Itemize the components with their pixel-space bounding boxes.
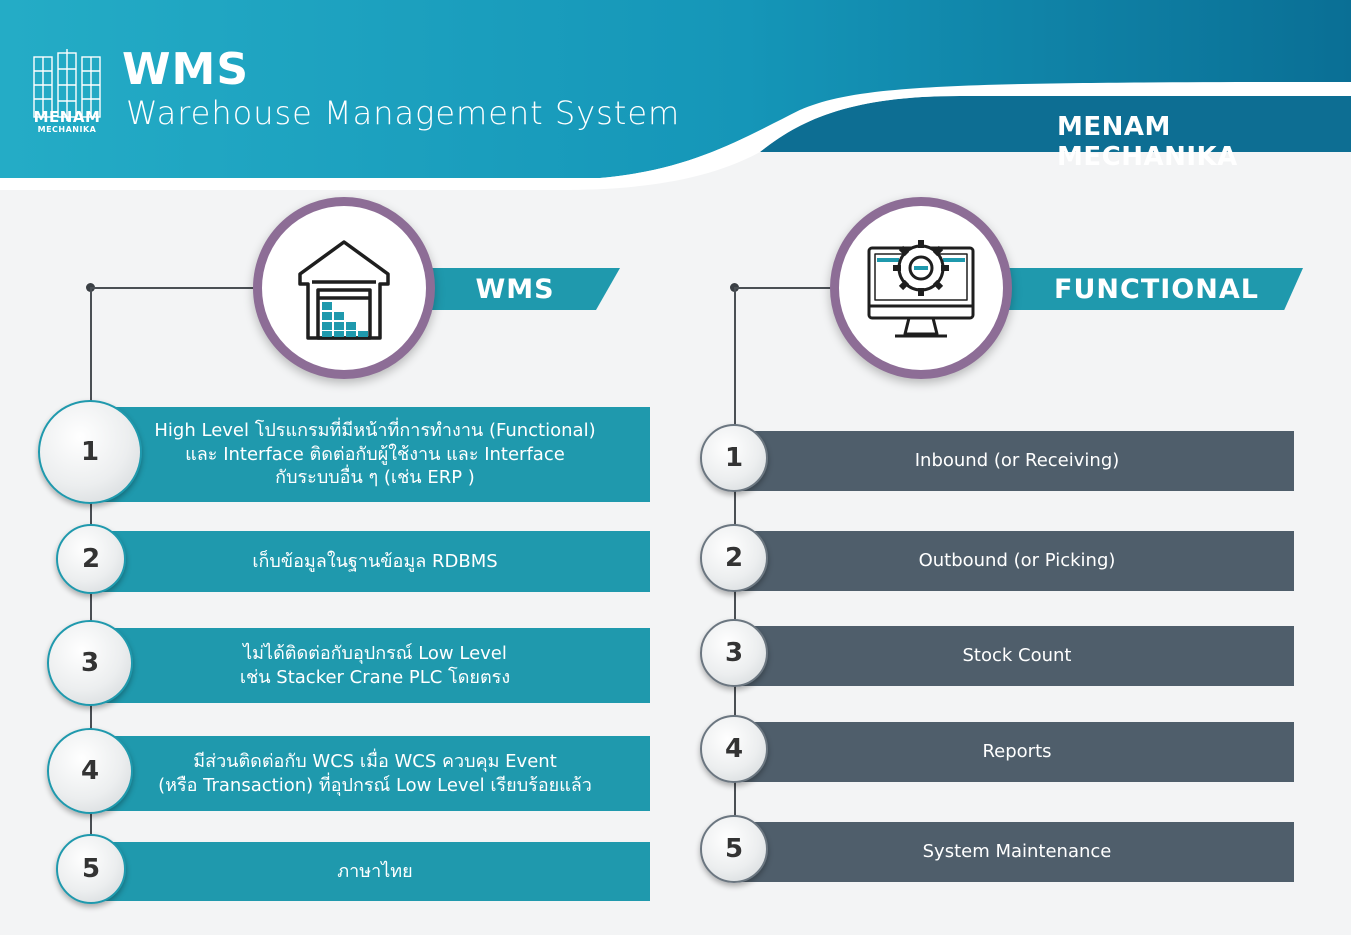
functional-item-bar-4: Reports [740, 722, 1294, 782]
brand-name: MENAM MECHANIKA [1057, 112, 1238, 172]
wms-item-bar-2: เก็บข้อมูลในฐานข้อมูล RDBMS [100, 531, 650, 592]
functional-item-bar-5: System Maintenance [740, 822, 1294, 882]
functional-banner-label: FUNCTIONAL [1054, 273, 1259, 305]
functional-item-text-2: Outbound (or Picking) [918, 550, 1116, 572]
functional-item-bar-3: Stock Count [740, 626, 1294, 686]
wms-item-bar-3: ไม่ได้ติดต่อกับอุปกรณ์ Low Level เช่น St… [100, 628, 650, 703]
wms-item-number-4: 4 [47, 728, 133, 814]
functional-item-number-4: 4 [700, 715, 768, 783]
page-title: WMS [122, 44, 250, 95]
wms-banner-label: WMS [475, 273, 555, 305]
menam-logo-icon [33, 49, 101, 121]
functional-item-number-5: 5 [700, 815, 768, 883]
wms-item-bar-5: ภาษาไทย [100, 842, 650, 901]
wms-item-bar-1: High Level โปรแกรมที่มีหน้าที่การทำงาน (… [100, 407, 650, 502]
functional-item-bar-2: Outbound (or Picking) [740, 531, 1294, 591]
wms-item-text-1: High Level โปรแกรมที่มีหน้าที่การทำงาน (… [154, 420, 596, 489]
connector-line [734, 287, 834, 289]
wms-banner: WMS [420, 268, 620, 310]
logo-line1: MENAM [33, 108, 101, 126]
wms-item-text-5: ภาษาไทย [337, 860, 413, 882]
wms-item-text-2: เก็บข้อมูลในฐานข้อมูล RDBMS [252, 550, 498, 572]
functional-banner: FUNCTIONAL [990, 268, 1303, 310]
header-background [0, 0, 1351, 200]
connector-line [90, 287, 262, 289]
logo-line2: MECHANIKA [37, 125, 97, 134]
warehouse-icon [298, 240, 390, 340]
wms-item-number-3: 3 [47, 620, 133, 706]
wms-item-text-4: มีส่วนติดต่อกับ WCS เมื่อ WCS ควบคุม Eve… [158, 751, 592, 796]
wms-item-number-1: 1 [38, 400, 142, 504]
page-subtitle: Warehouse Management System [126, 94, 681, 132]
functional-item-text-3: Stock Count [962, 645, 1072, 667]
computer-badge [830, 197, 1012, 379]
header-banner: MENAM MECHANIKA WMS Warehouse Management… [0, 0, 1351, 200]
wms-item-bar-4: มีส่วนติดต่อกับ WCS เมื่อ WCS ควบคุม Eve… [100, 736, 650, 811]
computer-gear-icon [867, 240, 975, 338]
functional-item-text-5: System Maintenance [922, 841, 1112, 863]
functional-item-bar-1: Inbound (or Receiving) [740, 431, 1294, 491]
functional-item-number-3: 3 [700, 619, 768, 687]
wms-item-number-5: 5 [56, 834, 126, 904]
functional-item-number-1: 1 [700, 424, 768, 492]
wms-item-number-2: 2 [56, 524, 126, 594]
functional-item-text-4: Reports [982, 741, 1052, 763]
warehouse-badge [253, 197, 435, 379]
wms-item-text-3: ไม่ได้ติดต่อกับอุปกรณ์ Low Level เช่น St… [239, 643, 511, 688]
logo-wordmark: MENAM MECHANIKA [30, 110, 104, 134]
functional-item-text-1: Inbound (or Receiving) [914, 450, 1120, 472]
functional-item-number-2: 2 [700, 524, 768, 592]
